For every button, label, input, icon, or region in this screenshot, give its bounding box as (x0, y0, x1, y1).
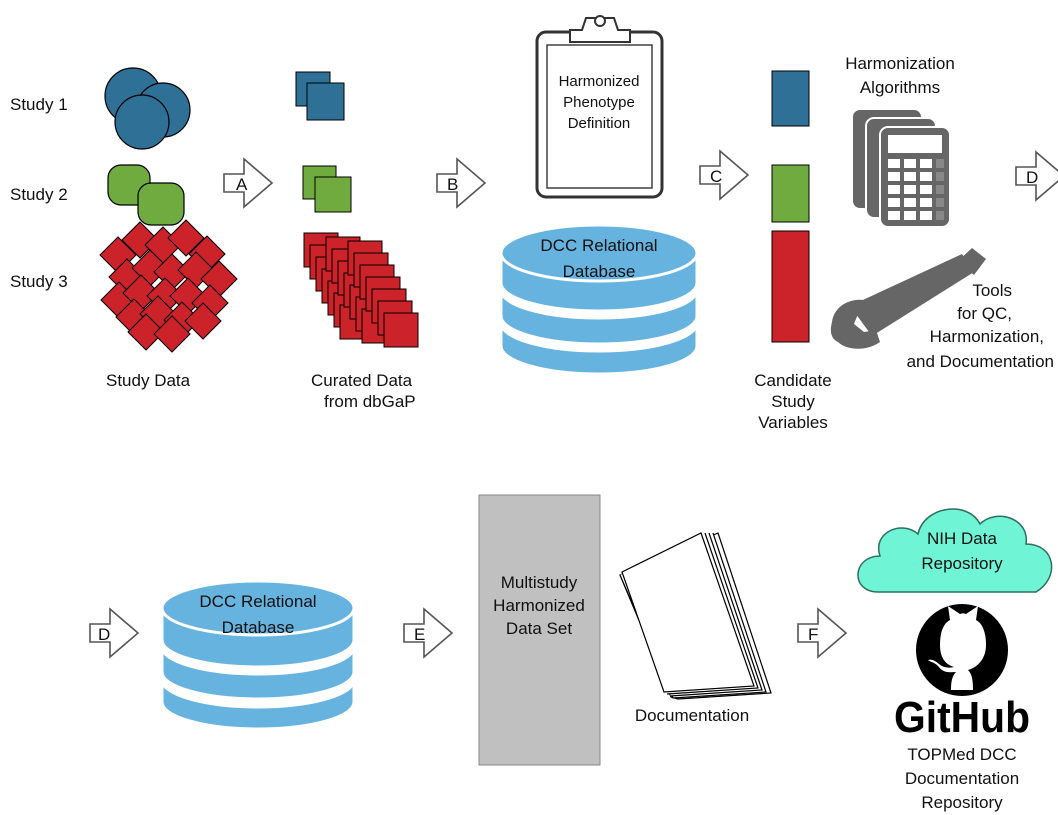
database-top-line2: Database (563, 262, 636, 281)
multistudy-box (478, 494, 601, 766)
documentation-label: Documentation (635, 706, 749, 725)
arrow-d-bottom: D (89, 608, 139, 658)
tools-line4: and Documentation (907, 352, 1054, 371)
database-bottom-line1: DCC Relational (199, 592, 316, 611)
curated-green-squares-icon (302, 165, 352, 213)
arrow-e-label: E (414, 625, 425, 644)
arrow-b: B (436, 158, 486, 208)
tools-line3: Harmonization, (930, 327, 1044, 346)
arrow-e: E (403, 608, 453, 658)
candidate-green-bar (771, 164, 810, 223)
algorithms-line2: Algorithms (860, 78, 940, 97)
study-1-circles-icon (104, 67, 191, 150)
arrow-f: F (797, 608, 847, 658)
database-top-line1: DCC Relational (540, 236, 657, 255)
red-diamond (127, 313, 165, 351)
algorithms-line1: Harmonization (845, 54, 955, 73)
candidate-line1: Candidate (754, 371, 832, 390)
topmed-line3: Repository (921, 793, 1003, 812)
clipboard-icon (535, 15, 664, 199)
phenotype-line2: Phenotype (563, 94, 635, 111)
calculator-icon (879, 126, 951, 228)
calculators-icon (851, 108, 951, 228)
red-diamond (167, 219, 205, 257)
curated-label-line2: from dbGaP (324, 392, 416, 411)
wrench-icon (830, 248, 986, 349)
red-diamond (184, 302, 222, 340)
nih-line2: Repository (921, 554, 1003, 573)
multistudy-line2: Harmonized (493, 596, 585, 615)
study-3-label: Study 3 (10, 272, 68, 291)
arrow-a-label: A (236, 175, 248, 194)
study-2-squares-icon (107, 164, 185, 226)
red-square (383, 312, 419, 348)
study-3-diamonds-icon (99, 219, 238, 353)
multistudy-line3: Data Set (506, 619, 572, 638)
database-bottom-icon (160, 579, 356, 731)
candidate-line3: Variables (758, 413, 828, 432)
candidate-line2: Study (771, 392, 815, 411)
arrow-c: C (699, 150, 749, 200)
arrow-b-label: B (447, 175, 458, 194)
candidate-blue-bar (771, 70, 810, 127)
study-1-label: Study 1 (10, 95, 68, 114)
study-data-label: Study Data (106, 371, 191, 390)
arrow-c-label: C (710, 167, 722, 186)
arrow-a: A (223, 158, 273, 208)
study-2-label: Study 2 (10, 185, 68, 204)
arrow-f-label: F (808, 625, 818, 644)
database-bottom-line2: Database (222, 618, 295, 637)
github-wordmark: GitHub (894, 693, 1030, 742)
phenotype-line3: Definition (568, 115, 631, 132)
red-diamond (153, 315, 191, 353)
arrow-d-top: D (1015, 151, 1058, 201)
candidate-red-bar (771, 230, 810, 343)
topmed-line2: Documentation (905, 769, 1019, 788)
curated-label-line1: Curated Data (311, 371, 413, 390)
database-top-icon (499, 223, 699, 376)
topmed-line1: TOPMed DCC (907, 745, 1016, 764)
phenotype-line1: Harmonized (559, 73, 640, 90)
tools-line1: Tools (972, 281, 1012, 300)
documentation-book-icon (619, 532, 772, 700)
tools-line2: for QC, (957, 304, 1012, 323)
multistudy-line1: Multistudy (501, 573, 578, 592)
arrow-d-top-label: D (1026, 168, 1038, 187)
arrow-d-bottom-label: D (98, 625, 110, 644)
curated-blue-squares-icon (295, 71, 345, 121)
curated-red-squares-icon (303, 232, 419, 348)
nih-line1: NIH Data (927, 529, 997, 548)
cloud-icon (857, 508, 1053, 593)
github-octocat-logo (916, 604, 1008, 696)
